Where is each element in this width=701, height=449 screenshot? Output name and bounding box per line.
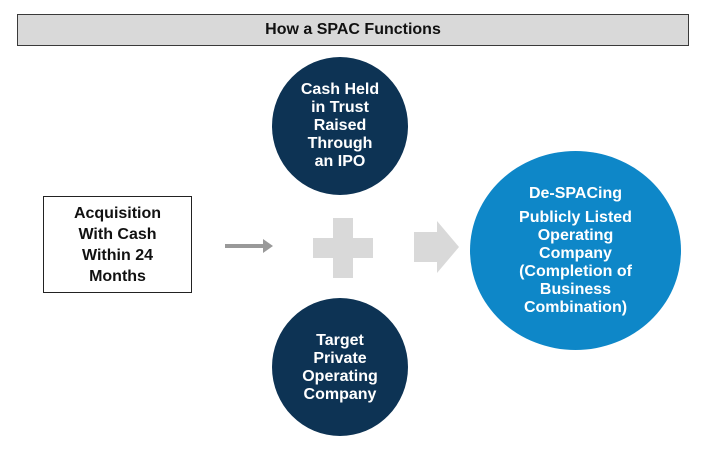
circle-line: Business [539,280,612,298]
circle-line: Raised [313,117,367,134]
circle-line: Company [539,244,612,262]
diagram-title-text: How a SPAC Functions [265,21,441,38]
arrow-right-icon [225,239,273,253]
circle-line: Publicly Listed [519,208,632,226]
arrow-right-icon [414,221,459,273]
acquisition-line: Within 24 [82,246,153,264]
circle-line: Private [313,350,367,367]
circle-line: Operating [537,226,614,244]
acquisition-line: With Cash [78,225,157,243]
plus-shape [313,218,373,278]
de-spacing-heading: De-SPACing [528,184,623,202]
target-company-circle: Target Private Operating Company [272,298,408,436]
circle-line: Operating [302,368,378,385]
circle-line: Target [316,332,364,349]
circle-line: an IPO [314,153,366,170]
acquisition-box: Acquisition With Cash Within 24 Months [43,196,192,293]
circle-line: Combination) [523,298,628,316]
small-arrow-shape [225,239,273,253]
circle-line: in Trust [311,99,369,116]
circle-line: Cash Held [300,81,380,98]
circle-line: Company [303,386,377,403]
acquisition-line: Acquisition [73,204,162,222]
big-arrow-shape [414,221,459,273]
diagram-title: How a SPAC Functions [17,14,689,46]
de-spacing-circle: De-SPACing Publicly Listed Operating Com… [470,151,681,350]
plus-icon [313,218,373,278]
acquisition-line: Months [89,267,146,285]
circle-line: Through [307,135,373,152]
cash-in-trust-circle: Cash Held in Trust Raised Through an IPO [272,57,408,195]
circle-line: (Completion of [519,262,632,280]
